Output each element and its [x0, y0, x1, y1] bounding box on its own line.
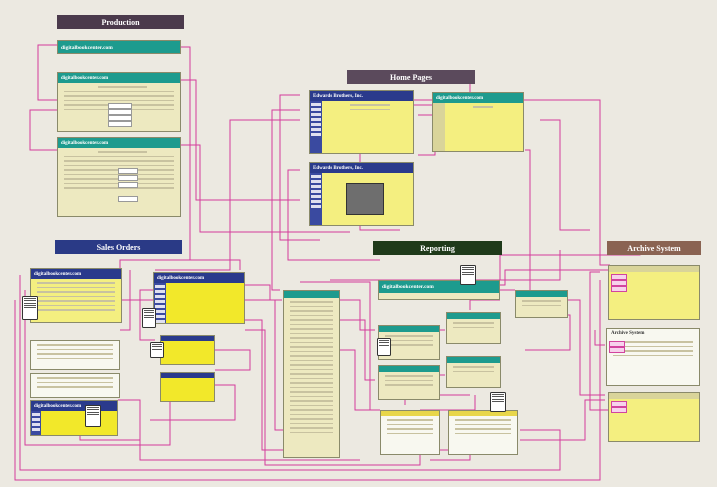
nav-sidebar[interactable] [310, 173, 322, 225]
sales-order-summary[interactable] [30, 373, 120, 398]
nav-tab[interactable] [609, 347, 625, 353]
brand-title: digitalbookcenter.com [61, 44, 113, 51]
report-view-screen[interactable] [446, 356, 501, 388]
archive-search-screen[interactable]: Archive System [606, 328, 700, 386]
report-long-list[interactable] [283, 290, 340, 458]
reporting-header: Reporting [373, 241, 502, 255]
annotation-note [490, 392, 506, 412]
facility-photo [346, 183, 384, 215]
sales-order-entry-screen[interactable]: digitalbookcenter.com [30, 268, 122, 323]
archive-list-screen[interactable] [608, 265, 700, 320]
sales-order-details-screen[interactable]: digitalbookcenter.com [153, 272, 245, 324]
nav-tab[interactable] [611, 401, 627, 407]
input-field[interactable] [118, 168, 138, 174]
reporting-main-screen[interactable]: digitalbookcenter.com [378, 280, 500, 300]
brand-title: digitalbookcenter.com [34, 403, 82, 409]
home-pages-header: Home Pages [347, 70, 475, 84]
input-field[interactable] [118, 182, 138, 188]
brand-title: digitalbookcenter.com [61, 140, 109, 146]
annotation-note [22, 296, 38, 320]
nav-sidebar[interactable] [433, 103, 445, 151]
sales-order-popup[interactable] [160, 335, 215, 365]
input-field[interactable] [108, 121, 132, 127]
brand-title: digitalbookcenter.com [436, 95, 484, 101]
input-field[interactable] [118, 196, 138, 202]
archive-title: Archive System [611, 331, 645, 336]
annotation-note [150, 342, 164, 358]
nav-tab[interactable] [611, 280, 627, 286]
nav-sidebar[interactable] [310, 101, 322, 153]
archive-results-screen[interactable] [608, 392, 700, 442]
input-field[interactable] [108, 115, 132, 121]
edwards-photo-screen[interactable]: Edwards Brothers, Inc. [309, 162, 414, 226]
nav-tab[interactable] [611, 286, 627, 292]
dbc-home-screen[interactable]: digitalbookcenter.com [432, 92, 524, 152]
sales-order-form[interactable] [30, 340, 120, 370]
annotation-note [377, 338, 391, 356]
annotation-note [460, 265, 476, 285]
production-header: Production [57, 15, 184, 29]
report-table-screen[interactable] [448, 410, 518, 455]
input-field[interactable] [108, 109, 132, 115]
archive-system-header: Archive System [607, 241, 701, 255]
edwards-home-screen[interactable]: Edwards Brothers, Inc. [309, 90, 414, 154]
brand-title: digitalbookcenter.com [34, 271, 82, 277]
report-filter-screen[interactable] [515, 290, 568, 318]
brand-title: digitalbookcenter.com [157, 275, 205, 281]
sales-order-confirm-screen[interactable]: digitalbookcenter.com [30, 400, 118, 436]
input-field[interactable] [108, 103, 132, 109]
report-view-screen[interactable] [378, 365, 440, 400]
annotation-note [142, 308, 156, 328]
nav-sidebar[interactable] [154, 283, 166, 323]
brand-title: Edwards Brothers, Inc. [313, 93, 363, 99]
brand-title: Edwards Brothers, Inc. [313, 165, 363, 171]
annotation-note [85, 405, 101, 427]
report-view-screen[interactable] [446, 312, 501, 344]
brand-title: digitalbookcenter.com [61, 75, 109, 81]
brand-title: digitalbookcenter.com [382, 284, 434, 290]
input-field[interactable] [118, 175, 138, 181]
sales-orders-header: Sales Orders [55, 240, 182, 254]
production-reporting-screen[interactable]: digitalbookcenter.com [57, 137, 181, 217]
nav-tab[interactable] [611, 274, 627, 280]
nav-tab[interactable] [609, 341, 625, 347]
sales-order-popup[interactable] [160, 372, 215, 402]
production-login-screen[interactable]: digitalbookcenter.com [57, 40, 181, 54]
production-order-screen[interactable]: digitalbookcenter.com [57, 72, 181, 132]
nav-sidebar[interactable] [31, 411, 41, 435]
report-table-screen[interactable] [380, 410, 440, 455]
nav-tab[interactable] [611, 407, 627, 413]
